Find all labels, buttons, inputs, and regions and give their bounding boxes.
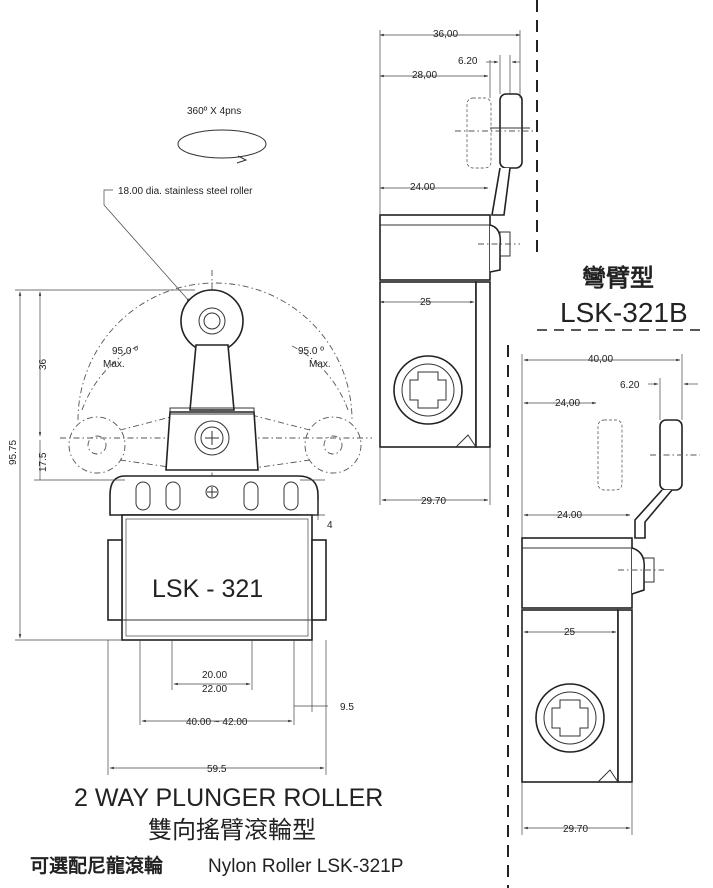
side-view-bottom	[521, 419, 700, 783]
top-dim-6-20: 6.20	[458, 56, 478, 67]
bottom-dim-6-20: 6.20	[620, 380, 640, 391]
model-label: LSK - 321	[152, 575, 263, 603]
angle-right: 95.0 º	[298, 346, 324, 357]
side-view-top	[379, 93, 535, 448]
dim-17-5: 17.5	[38, 452, 49, 472]
variant-b-model: LSK-321B	[560, 297, 688, 328]
dim-22: 22.00	[202, 684, 227, 695]
title-chinese: 雙向搖臂滾輪型	[148, 817, 316, 844]
bottom-dim-24a: 24,00	[555, 398, 580, 409]
angle-right-sub: Max.	[309, 359, 331, 370]
variant-b-chinese: 彎臂型	[582, 264, 654, 292]
front-view	[60, 270, 372, 641]
rotation-arrow-icon	[177, 129, 267, 164]
top-dim-28: 28,00	[412, 70, 437, 81]
angle-left: 95.0 º	[112, 346, 138, 357]
roller-leader	[103, 189, 191, 303]
footer-english: Nylon Roller LSK-321P	[208, 856, 403, 877]
side-bottom-dimensions	[521, 354, 698, 835]
bottom-dim-29-70: 29.70	[563, 824, 588, 835]
rotation-note: 360º X 4pns	[187, 106, 241, 117]
bottom-dim-40: 40,00	[588, 354, 613, 365]
top-dim-24: 24.00	[410, 182, 435, 193]
dim-95-75: 95.75	[8, 440, 19, 465]
dim-4: 4	[327, 520, 333, 531]
dim-9-5: 9.5	[340, 702, 354, 713]
dim-40-42: 40.00 ~ 42.00	[186, 717, 248, 728]
front-dimensions	[15, 289, 328, 775]
roller-note: 18.00 dia. stainless steel roller	[118, 186, 253, 197]
top-dim-25: 25	[420, 297, 432, 308]
bottom-dim-25: 25	[564, 627, 576, 638]
dim-20: 20.00	[202, 670, 227, 681]
dim-36: 36	[38, 358, 49, 370]
footer-chinese: 可選配尼龍滾輪	[30, 854, 164, 877]
title-english: 2 WAY PLUNGER ROLLER	[74, 784, 383, 812]
side-top-dimensions	[379, 30, 521, 505]
angle-left-sub: Max.	[103, 359, 125, 370]
dim-59-5: 59.5	[207, 764, 227, 775]
bottom-dim-24b: 24.00	[557, 510, 582, 521]
top-dim-36: 36,00	[433, 29, 458, 40]
top-dim-29-70: 29.70	[421, 496, 446, 507]
